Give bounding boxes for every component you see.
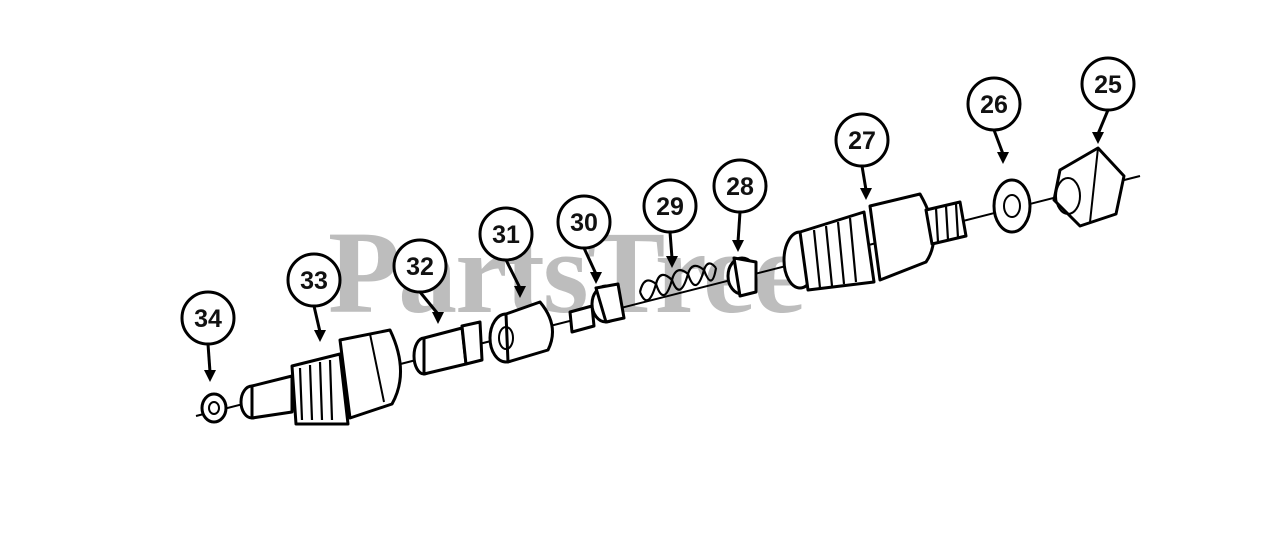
part-31-cap[interactable] xyxy=(488,300,554,364)
arrow-down-icon xyxy=(314,330,326,342)
callout-leader-line xyxy=(736,211,742,243)
callout-label: 31 xyxy=(492,221,520,249)
arrow-down-icon xyxy=(666,256,678,268)
arrow-down-icon xyxy=(1092,132,1104,144)
arrow-down-icon xyxy=(590,272,602,284)
callout-34[interactable]: 34 xyxy=(180,290,236,382)
part-33-nozzle-body[interactable] xyxy=(239,328,402,426)
callout-label: 29 xyxy=(656,193,684,221)
callout-label: 26 xyxy=(980,91,1008,119)
callout-label: 34 xyxy=(194,305,222,333)
callout-30[interactable]: 30 xyxy=(556,194,612,284)
arrow-down-icon xyxy=(432,312,444,324)
callout-28[interactable]: 28 xyxy=(712,158,768,252)
callout-leader-line xyxy=(582,247,598,275)
arrow-down-icon xyxy=(514,286,526,298)
callout-27[interactable]: 27 xyxy=(834,112,890,200)
callout-25[interactable]: 25 xyxy=(1080,56,1136,144)
callout-leader-line xyxy=(206,343,212,373)
callout-29[interactable]: 29 xyxy=(642,178,698,268)
part-32-sleeve[interactable] xyxy=(412,320,484,376)
callout-leader-line xyxy=(504,259,522,289)
callout-leader-line xyxy=(860,165,868,191)
callouts: 25 26 27 28 29 30 31 32 33 34 xyxy=(180,56,1136,382)
callout-32[interactable]: 32 xyxy=(392,238,448,324)
part-27-nozzle-holder[interactable] xyxy=(782,192,968,292)
callout-33[interactable]: 33 xyxy=(286,252,342,342)
part-26-washer[interactable] xyxy=(992,178,1032,234)
callout-label: 27 xyxy=(848,127,876,155)
callout-leader-line xyxy=(418,291,440,315)
callout-leader-line xyxy=(1096,109,1110,135)
part-25-nut[interactable] xyxy=(1052,146,1126,228)
callout-leader-line xyxy=(992,129,1005,155)
arrow-down-icon xyxy=(732,240,744,252)
callout-label: 30 xyxy=(570,209,598,237)
callout-leader-line xyxy=(668,231,674,259)
arrow-down-icon xyxy=(997,152,1009,164)
callout-label: 32 xyxy=(406,253,434,281)
part-30-valve[interactable] xyxy=(568,282,626,334)
callout-31[interactable]: 31 xyxy=(478,206,534,298)
callout-label: 28 xyxy=(726,173,754,201)
callout-26[interactable]: 26 xyxy=(966,76,1022,164)
part-28-disc[interactable] xyxy=(726,256,758,298)
callout-leader-line xyxy=(312,305,322,333)
callout-label: 25 xyxy=(1094,71,1122,99)
part-29-spring[interactable] xyxy=(638,262,718,302)
part-34-washer[interactable] xyxy=(200,392,228,424)
arrow-down-icon xyxy=(204,370,216,382)
arrow-down-icon xyxy=(860,188,872,200)
callout-label: 33 xyxy=(300,267,328,295)
